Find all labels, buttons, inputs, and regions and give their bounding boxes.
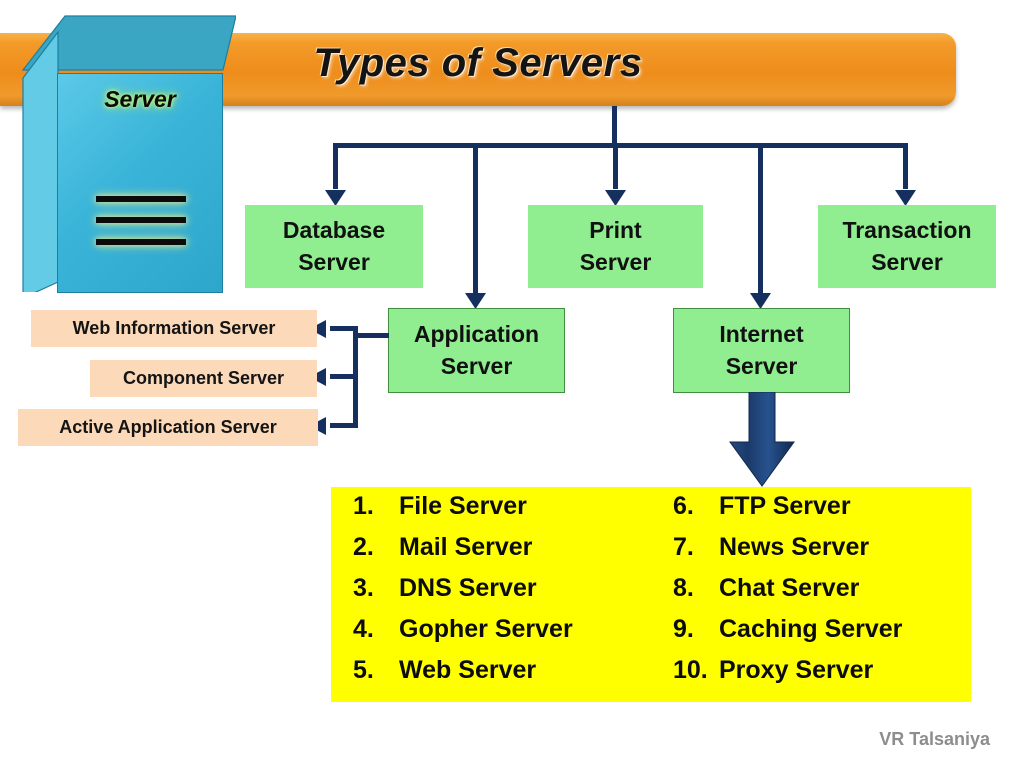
list-item-label: Caching Server [719, 615, 903, 643]
connector-drop-database [333, 147, 338, 189]
connector-drop-print [613, 147, 618, 189]
arrowhead-application [465, 293, 486, 309]
connector-to-component [330, 374, 357, 379]
node-application-server-line2: Server [440, 352, 513, 379]
list-item: 2. Mail Server [353, 533, 673, 574]
connector-drop-internet [758, 147, 763, 293]
server-icon-label: Server [104, 86, 176, 112]
list-right-column: 6. FTP Server 7. News Server 8. Chat Ser… [673, 492, 963, 697]
list-item-number: 3. [353, 574, 374, 602]
node-internet-server[interactable]: Internet Server [673, 308, 850, 393]
node-active-application-server-label: Active Application Server [59, 417, 277, 437]
list-item-label: Mail Server [399, 533, 533, 561]
connector-to-active-application [330, 423, 357, 428]
list-item-number: 6. [673, 492, 694, 520]
list-item-label: FTP Server [719, 492, 851, 520]
connector-to-web-information [330, 326, 357, 331]
arrowhead-component [309, 368, 326, 386]
list-left-column: 1. File Server 2. Mail Server 3. DNS Ser… [353, 492, 673, 697]
list-item-number: 10. [673, 656, 708, 684]
node-transaction-server-line2: Server [871, 248, 943, 275]
list-item: 9. Caching Server [673, 615, 963, 656]
list-item-number: 2. [353, 533, 374, 561]
list-item: 1. File Server [353, 492, 673, 533]
server-top-face [21, 15, 236, 71]
list-item: 8. Chat Server [673, 574, 963, 615]
node-internet-server-line2: Server [725, 352, 798, 379]
server-side-face [22, 30, 59, 292]
list-item-number: 8. [673, 574, 694, 602]
node-application-server-line1: Application [413, 320, 540, 347]
server-slot-bar-2 [96, 217, 186, 223]
node-transaction-server[interactable]: Transaction Server [818, 205, 996, 288]
node-application-server[interactable]: Application Server [388, 308, 565, 393]
node-database-server-line2: Server [298, 248, 370, 275]
list-item-label: Chat Server [719, 574, 860, 602]
list-item-number: 1. [353, 492, 374, 520]
node-internet-server-line1: Internet [719, 320, 804, 347]
node-web-information-server-label: Web Information Server [72, 318, 276, 338]
node-web-information-server[interactable]: Web Information Server [31, 310, 317, 347]
server-3d-icon: Server [0, 8, 236, 298]
list-item-label: Gopher Server [399, 615, 573, 643]
block-arrow-down-icon [729, 392, 795, 487]
node-database-server[interactable]: Database Server [245, 205, 423, 288]
server-slot-bar-3 [96, 239, 186, 245]
node-component-server[interactable]: Component Server [90, 360, 317, 397]
list-item-label: File Server [399, 492, 527, 520]
node-print-server-line2: Server [579, 248, 652, 275]
arrowhead-transaction [895, 190, 916, 206]
list-item-label: DNS Server [399, 574, 537, 602]
watermark: VR Talsaniya [879, 729, 990, 749]
list-item: 4. Gopher Server [353, 615, 673, 656]
node-print-server-line1: Print [589, 216, 642, 243]
arrowhead-print [605, 190, 626, 206]
connector-bus [333, 143, 908, 148]
list-item-label: Web Server [399, 656, 537, 684]
list-item-number: 9. [673, 615, 694, 643]
node-active-application-server[interactable]: Active Application Server [18, 409, 318, 446]
arrowhead-database [325, 190, 346, 206]
internet-server-types-list: 1. File Server 2. Mail Server 3. DNS Ser… [331, 487, 971, 702]
list-item: 7. News Server [673, 533, 963, 574]
list-item: 3. DNS Server [353, 574, 673, 615]
list-item: 6. FTP Server [673, 492, 963, 533]
arrowhead-web-information [309, 320, 326, 338]
list-item: 10. Proxy Server [673, 656, 963, 697]
connector-drop-transaction [903, 147, 908, 189]
server-slot-bar-1 [96, 196, 186, 202]
list-item-number: 7. [673, 533, 694, 561]
node-component-server-label: Component Server [122, 368, 285, 388]
node-print-server[interactable]: Print Server [528, 205, 703, 288]
list-item-number: 5. [353, 656, 374, 684]
list-item: 5. Web Server [353, 656, 673, 697]
list-item-label: News Server [719, 533, 870, 561]
arrowhead-internet [750, 293, 771, 309]
connector-drop-application [473, 147, 478, 293]
server-front-face [57, 73, 223, 293]
node-transaction-server-line1: Transaction [842, 216, 972, 243]
list-item-label: Proxy Server [719, 656, 874, 684]
connector-stem [612, 106, 617, 147]
node-database-server-line1: Database [282, 216, 386, 243]
list-item-number: 4. [353, 615, 374, 643]
page-title: Types of Servers [313, 41, 643, 85]
connector-application-stub [357, 333, 389, 338]
